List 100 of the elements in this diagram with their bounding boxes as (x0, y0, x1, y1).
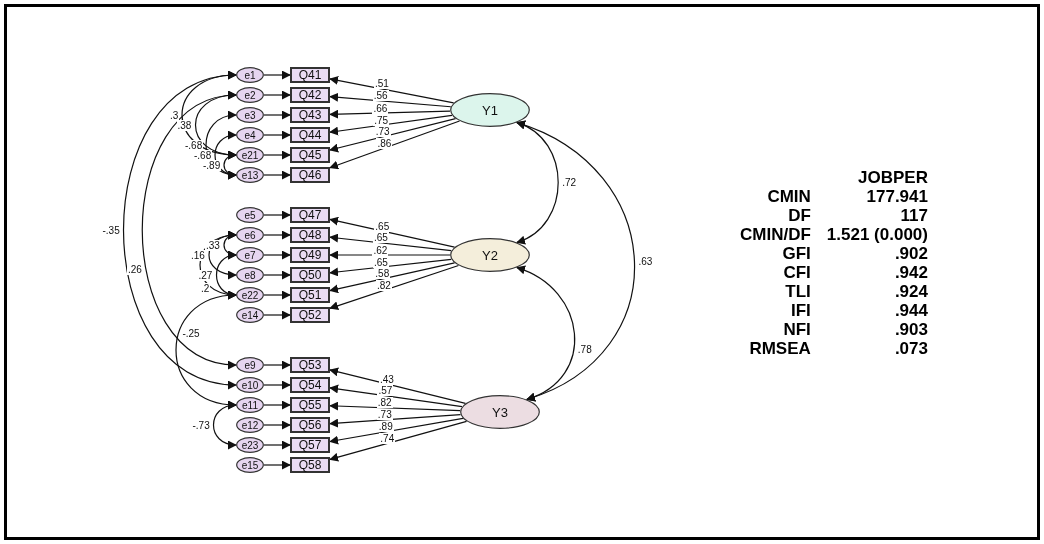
fit-index-value: 117 (899, 206, 928, 225)
edge-label: .89 (377, 421, 394, 433)
double-headed-arrow (516, 266, 576, 401)
error-term-ellipse: e7 (236, 247, 264, 263)
error-term-ellipse: e9 (236, 357, 264, 373)
fit-index-name: CFI (782, 263, 811, 282)
fit-index-name: IFI (790, 301, 811, 320)
edge-label: .78 (576, 344, 593, 356)
edge-label: .62 (372, 244, 389, 256)
error-term-ellipse: e14 (236, 307, 264, 323)
error-term-ellipse: e13 (236, 167, 264, 183)
edge-label: -.25 (181, 328, 201, 340)
fit-index-value: .944 (893, 301, 928, 320)
arrow (329, 76, 455, 104)
edge-label: .3 (169, 109, 180, 121)
error-term-ellipse: e22 (236, 287, 264, 303)
arrow (263, 290, 291, 300)
fit-index-value: .902 (893, 244, 928, 263)
arrow (329, 414, 462, 428)
edge-label: .56 (372, 90, 389, 102)
edge-label: .65 (372, 232, 389, 244)
arrow (329, 262, 456, 294)
edge-label: -.68 (184, 139, 204, 151)
double-headed-arrow (141, 92, 237, 368)
edge-label: .27 (197, 269, 214, 281)
edge-label: .58 (374, 268, 391, 280)
observed-variable-box: Q51 (290, 287, 330, 303)
edge-label: .43 (378, 373, 395, 385)
fit-index-name: DF (787, 206, 811, 225)
observed-variable-box: Q57 (290, 437, 330, 453)
arrow (263, 170, 291, 180)
fit-index-value: .073 (893, 339, 928, 358)
arrow (329, 420, 468, 462)
arrow (263, 310, 291, 320)
edge-label: .16 (190, 249, 206, 261)
fit-index-name: RMSEA (748, 339, 811, 358)
arrow (263, 70, 291, 80)
error-term-ellipse: e4 (236, 127, 264, 143)
fit-index-name: CMIN (766, 187, 811, 206)
arrow (263, 90, 291, 100)
error-term-ellipse: e11 (236, 397, 264, 413)
observed-variable-box: Q53 (290, 357, 330, 373)
arrow (263, 130, 291, 140)
arrow (329, 384, 463, 408)
edge-label: .57 (377, 385, 394, 397)
arrow (329, 401, 461, 412)
observed-variable-box: Q52 (290, 307, 330, 323)
edge-label: .72 (561, 177, 578, 188)
arrow (263, 360, 291, 370)
edge-label: .73 (376, 409, 393, 421)
fit-index-value: .924 (893, 282, 928, 301)
edge-label: .33 (205, 239, 221, 251)
error-term-ellipse: e5 (236, 207, 264, 223)
observed-variable-box: Q44 (290, 127, 330, 143)
error-term-ellipse: e1 (236, 67, 264, 83)
fit-index-name: TLI (784, 282, 811, 301)
table-heading: JOBPER (857, 168, 928, 187)
double-headed-arrow (223, 151, 237, 179)
error-term-ellipse: e23 (236, 437, 264, 453)
observed-variable-box: Q47 (290, 207, 330, 223)
edge-label: .65 (372, 256, 389, 268)
edge-label: -.35 (101, 224, 121, 236)
latent-variable-ellipse: Y2 (450, 238, 530, 272)
arrow (263, 250, 291, 260)
arrow (329, 216, 456, 248)
edge-label: .63 (637, 255, 654, 267)
observed-variable-box: Q58 (290, 457, 330, 473)
edge-label: .38 (176, 119, 193, 131)
arrow (263, 230, 291, 240)
edge-label: .86 (376, 137, 393, 149)
fit-index-value: 177.941 (865, 187, 928, 206)
arrow (263, 400, 291, 410)
edge-label: -.68 (193, 149, 213, 161)
arrow (329, 264, 460, 311)
arrow (329, 417, 464, 445)
arrow (329, 233, 452, 252)
observed-variable-box: Q46 (290, 167, 330, 183)
arrow (263, 210, 291, 220)
arrow (263, 440, 291, 450)
error-term-ellipse: e21 (236, 147, 264, 163)
edge-label: .82 (375, 279, 392, 291)
error-term-ellipse: e2 (236, 87, 264, 103)
observed-variable-box: Q50 (290, 267, 330, 283)
observed-variable-box: Q41 (290, 67, 330, 83)
arrow (263, 420, 291, 430)
latent-variable-ellipse: Y3 (460, 395, 540, 429)
arrow (263, 460, 291, 470)
observed-variable-box: Q56 (290, 417, 330, 433)
observed-variable-box: Q48 (290, 227, 330, 243)
arrow (329, 109, 451, 119)
observed-variable-box: Q43 (290, 107, 330, 123)
edge-label: .65 (374, 220, 391, 232)
fit-index-name: CMIN/DF (740, 225, 811, 244)
fit-index-value: .942 (893, 263, 928, 282)
fit-index-value: 1.521 (0.000) (826, 225, 928, 244)
edge-label: -.73 (191, 419, 211, 431)
fit-index-value: .903 (893, 320, 928, 339)
arrow (263, 150, 291, 160)
arrow (263, 110, 291, 120)
edge-label: .66 (372, 102, 389, 114)
